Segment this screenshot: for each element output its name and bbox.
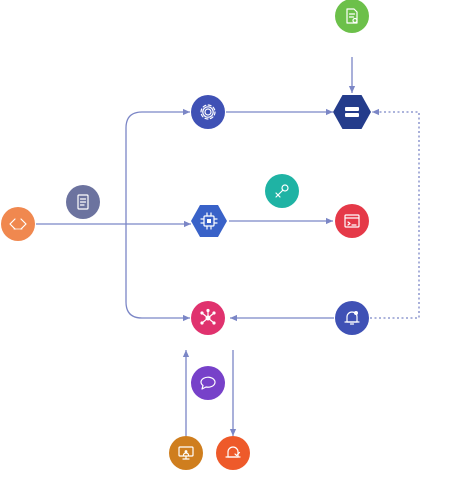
node-compute <box>191 205 227 237</box>
node-config-file <box>335 0 369 33</box>
network-hub-icon <box>200 308 216 325</box>
bell-alert-icon <box>225 446 241 458</box>
node-alerts <box>335 301 369 335</box>
code-brackets-icon <box>9 218 27 230</box>
node-terminal <box>169 436 203 470</box>
edge-source-hub <box>125 224 190 322</box>
node-web-app <box>335 204 369 238</box>
nodes <box>1 0 371 470</box>
database-icon <box>345 107 359 117</box>
key-icon <box>275 184 289 198</box>
chat-icon <box>200 376 216 390</box>
monitor-icon <box>178 446 194 460</box>
node-document <box>66 185 100 219</box>
browser-icon <box>344 214 360 228</box>
node-chat <box>191 366 225 400</box>
bell-icon <box>344 311 360 325</box>
node-storage <box>333 95 371 129</box>
edge-alerts-storage-dashed <box>370 108 420 319</box>
node-hub <box>191 301 225 335</box>
node-source <box>1 207 35 241</box>
node-settings <box>191 95 225 129</box>
chip-icon <box>200 212 218 230</box>
gear-icon <box>200 104 216 120</box>
document-icon <box>77 194 89 210</box>
edge-source-settings <box>125 108 190 224</box>
file-settings-icon <box>346 8 358 24</box>
node-notify <box>216 436 250 470</box>
node-keys <box>265 174 299 208</box>
edges <box>36 57 420 436</box>
